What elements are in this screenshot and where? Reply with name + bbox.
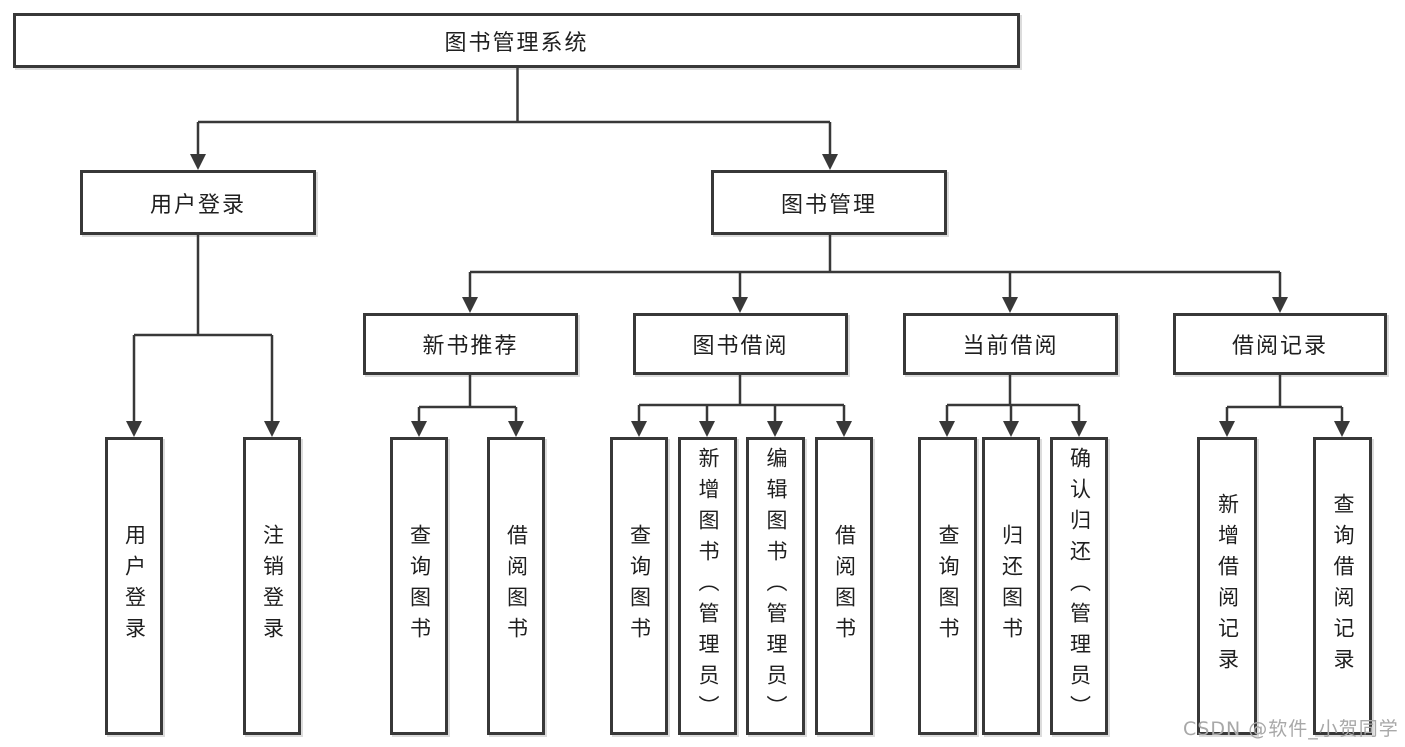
leaf-br-query-record: 查询借阅记录 — [1313, 437, 1372, 735]
node-label: 新书推荐 — [422, 334, 519, 359]
node-label: 确认归还（管理员） — [1067, 446, 1092, 726]
node-label: 查询借阅记录 — [1331, 493, 1355, 679]
node-current-borrowing: 当前借阅 — [903, 313, 1118, 375]
leaf-br-add-record: 新增借阅记录 — [1197, 437, 1257, 735]
node-borrowing-records: 借阅记录 — [1173, 313, 1387, 375]
leaf-cb-confirm-return-admin: 确认归还（管理员） — [1050, 437, 1108, 735]
node-label: 注销登录 — [260, 524, 285, 648]
leaf-logout: 注销登录 — [243, 437, 301, 735]
node-label: 借阅图书 — [504, 524, 529, 648]
node-label: 图书借阅 — [692, 334, 789, 359]
leaf-cb-return-books: 归还图书 — [982, 437, 1040, 735]
node-label: 新增借阅记录 — [1215, 493, 1240, 679]
leaf-nb-borrow-books: 借阅图书 — [487, 437, 545, 735]
node-label: 新增图书（管理员） — [696, 446, 720, 726]
node-root-library-system: 图书管理系统 — [13, 13, 1020, 68]
node-book-borrowing: 图书借阅 — [633, 313, 848, 375]
leaf-user-login: 用户登录 — [105, 437, 163, 735]
leaf-bb-edit-books-admin: 编辑图书（管理员） — [746, 437, 805, 735]
leaf-bb-query-books: 查询图书 — [610, 437, 668, 735]
node-label: 借阅记录 — [1231, 334, 1328, 359]
node-label: 归还图书 — [999, 524, 1024, 648]
node-user-login: 用户登录 — [80, 170, 316, 235]
csdn-watermark: CSDN @软件_小贺同学 — [1183, 718, 1399, 740]
node-label: 查询图书 — [627, 524, 652, 648]
leaf-cb-query-books: 查询图书 — [918, 437, 977, 735]
node-label: 用户登录 — [122, 524, 147, 648]
node-book-management: 图书管理 — [711, 170, 947, 235]
node-label: 编辑图书（管理员） — [764, 446, 788, 726]
node-label: 查询图书 — [407, 524, 432, 648]
leaf-bb-add-books-admin: 新增图书（管理员） — [678, 437, 737, 735]
node-label: 查询图书 — [936, 524, 960, 648]
leaf-bb-borrow-books: 借阅图书 — [815, 437, 873, 735]
node-label: 图书管理 — [780, 192, 877, 218]
node-new-book-recommend: 新书推荐 — [363, 313, 578, 375]
node-label: 借阅图书 — [832, 524, 857, 648]
node-label: 用户登录 — [149, 192, 246, 218]
node-label: 当前借阅 — [962, 334, 1059, 359]
node-label: 图书管理系统 — [444, 30, 589, 56]
leaf-nb-query-books: 查询图书 — [390, 437, 448, 735]
